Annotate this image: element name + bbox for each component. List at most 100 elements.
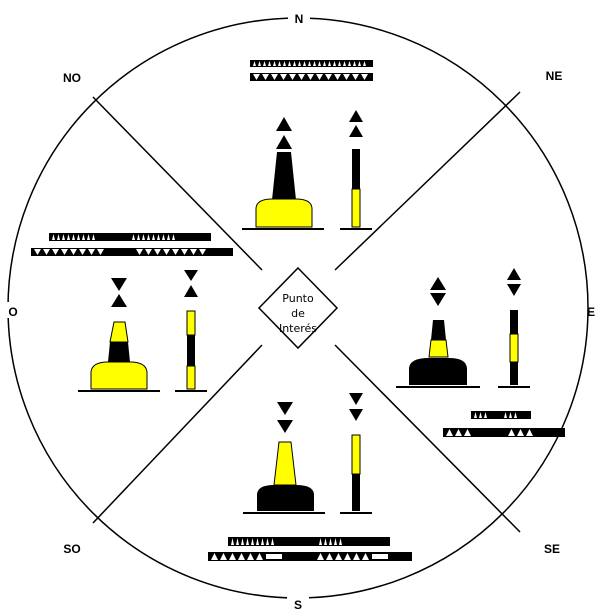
label-so: SO [63,542,80,556]
light-flash-mark [136,249,143,255]
light-flash-mark [307,74,314,80]
light-flash-mark [334,538,337,545]
light-flash-mark [236,538,239,545]
light-flash-mark [509,412,512,418]
light-flash-mark [172,234,175,240]
light-flash-mark [142,234,145,240]
east-light-bars [443,411,565,437]
light-flash-mark [343,61,346,66]
light-flash-mark [298,61,301,66]
light-flash-mark [256,538,259,545]
light-flash-mark [258,61,261,66]
light-flash-mark [317,553,324,560]
light-flash-mark [190,249,197,255]
light-flash-mark [474,412,477,418]
west-topmark-icon [111,278,127,307]
light-flash-mark [280,74,287,80]
light-flash-mark [358,61,361,66]
light-flash-mark [92,234,95,240]
light-flash-mark [132,234,135,240]
light-flash-mark [328,61,331,66]
north-buoy-icon [242,152,324,230]
light-flash-mark [262,74,269,80]
light-flash-mark [334,74,341,80]
light-flash-mark [231,538,234,545]
light-flash-mark [484,412,487,418]
diagonal-ne [334,91,521,271]
light-flash-mark [199,249,206,255]
light-flash-mark [271,538,274,545]
light-flash-mark [97,249,104,255]
east-topmark-icon [430,277,446,306]
light-flash-mark [352,74,359,80]
south-buoy-icon [243,441,325,514]
light-flash-mark [261,538,264,545]
east-mark-group [396,268,565,437]
light-flash-mark [479,412,482,418]
label-e: E [587,305,595,319]
south-spar-icon [340,393,372,514]
light-flash-mark [88,249,95,255]
light-flash-mark [344,553,351,560]
diagonal-nw [92,96,263,271]
light-flash-mark [318,61,321,66]
light-flash-mark [271,74,278,80]
light-flash-mark [77,234,80,240]
light-flash-mark [323,61,326,66]
light-flash-mark [308,61,311,66]
light-flash-mark [62,234,65,240]
light-flash-mark [251,538,254,545]
light-flash-mark [172,249,179,255]
light-flash-mark [87,234,90,240]
label-s: S [294,598,302,610]
light-flash-mark [147,234,150,240]
light-flash-mark [319,538,322,545]
light-flash-mark [163,249,170,255]
south-topmark-icon [277,402,293,433]
light-flash-mark [263,61,266,66]
light-flash-mark [268,61,271,66]
light-flash-mark [362,553,369,560]
light-flash-mark [338,61,341,66]
light-flash-mark [361,74,368,80]
light-flash-mark [154,249,161,255]
light-flash-mark [241,538,244,545]
south-mark-group [208,393,412,561]
diagonal-sw [92,344,263,524]
light-flash-mark [288,61,291,66]
light-flash-mark [455,429,462,436]
north-topmark-icon [276,117,292,149]
label-ne: NE [546,69,563,83]
light-flash-mark [464,429,471,436]
light-flash-mark [82,234,85,240]
south-light-bars [208,537,412,561]
light-flash-mark [517,429,524,436]
light-long-flash-mark [372,554,388,559]
label-se: SE [544,542,560,556]
light-long-flash-mark [266,554,282,559]
light-flash-mark [283,61,286,66]
light-flash-mark [137,234,140,240]
light-flash-mark [266,538,269,545]
light-flash-mark [504,412,507,418]
light-flash-mark [145,249,152,255]
label-n: N [295,12,304,26]
west-buoy-icon [78,321,160,392]
east-spar-icon [498,268,530,388]
light-flash-mark [335,553,342,560]
east-buoy-icon [396,320,480,388]
light-flash-mark [220,553,227,560]
light-flash-mark [353,553,360,560]
light-flash-mark [57,234,60,240]
diagonal-se [334,344,521,533]
center-line-2: de [291,307,305,320]
light-flash-mark [508,429,515,436]
north-mark-group [242,60,373,230]
light-flash-mark [293,61,296,66]
west-light-bars [31,233,233,256]
light-flash-mark [246,538,249,545]
point-of-interest-diamond [257,266,339,350]
label-o: O [8,305,17,319]
light-flash-mark [526,429,533,436]
light-flash-mark [72,234,75,240]
